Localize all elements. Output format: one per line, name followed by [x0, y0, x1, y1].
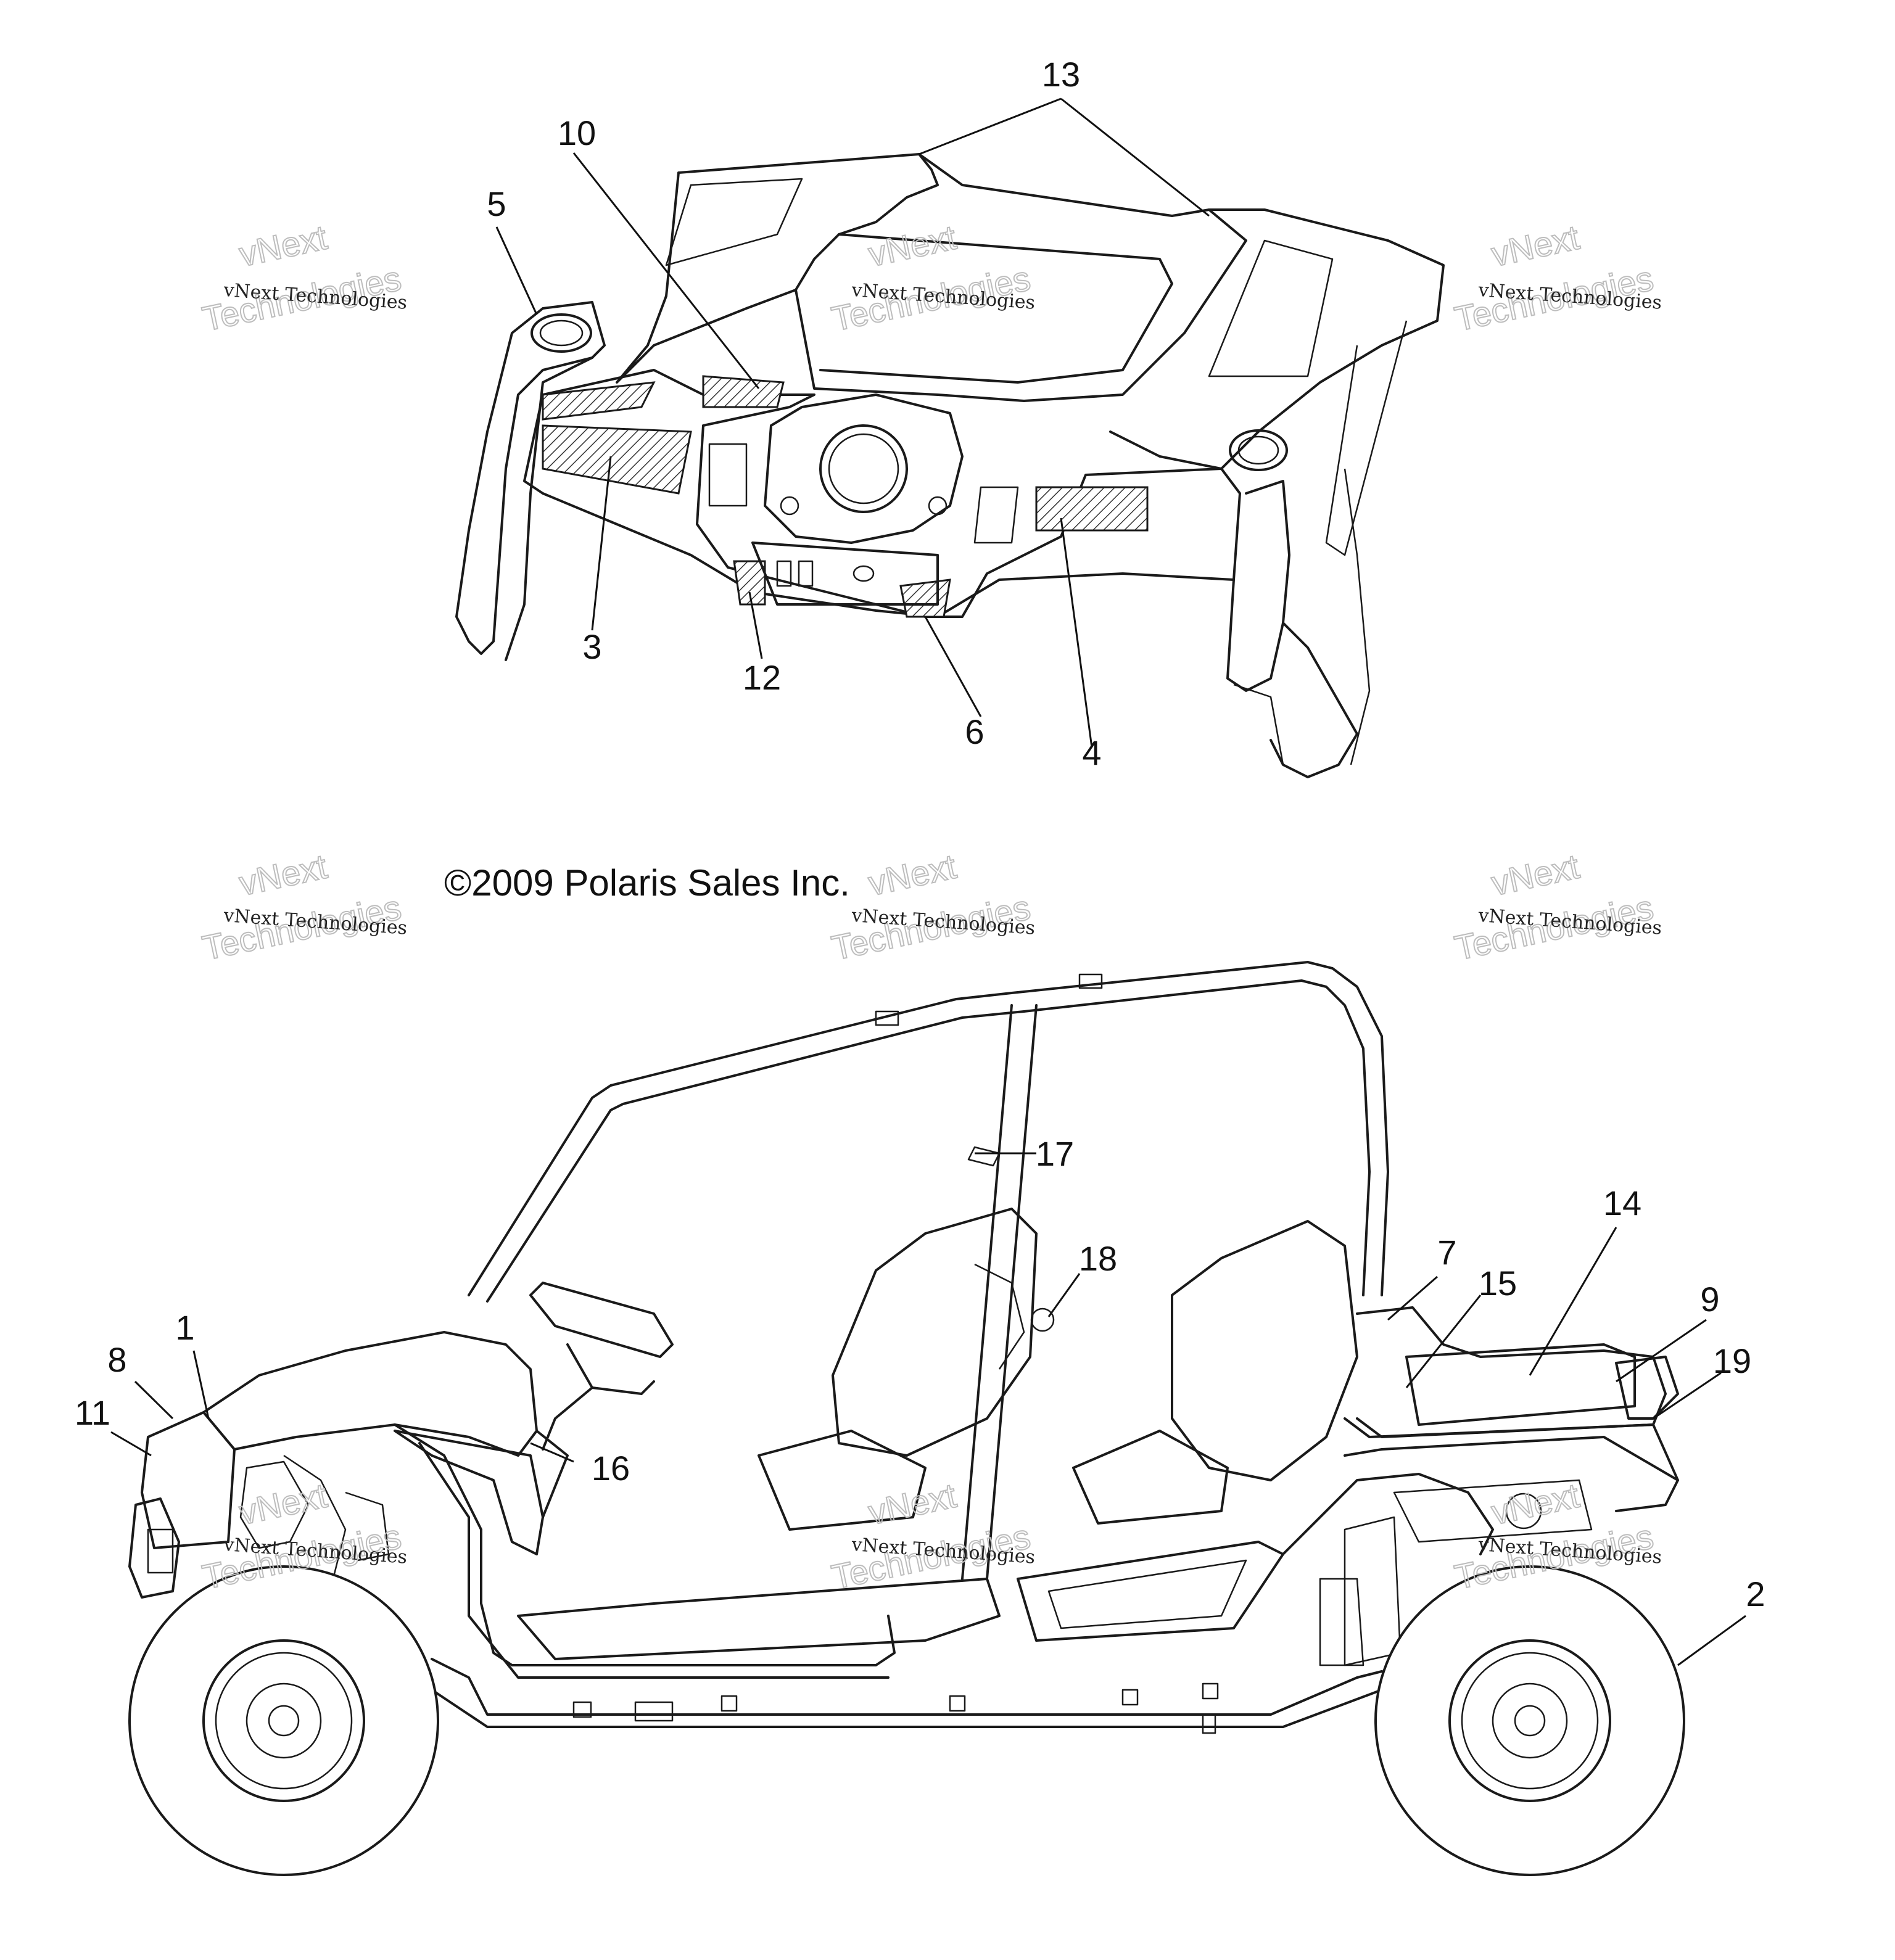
callout-15: 15 — [1479, 1264, 1517, 1303]
callout-19: 19 — [1713, 1341, 1751, 1380]
decal-4 — [1035, 486, 1149, 532]
watermark-vnext: vNext — [236, 218, 331, 274]
callout-14: 14 — [1603, 1184, 1641, 1222]
callout-13: 13 — [1042, 55, 1080, 94]
rear-wheel — [1374, 1565, 1685, 1876]
callout-7: 7 — [1437, 1233, 1456, 1272]
callout-1: 1 — [175, 1308, 194, 1347]
copyright-notice: ©2009 Polaris Sales Inc. — [444, 862, 850, 904]
decal-6 — [899, 579, 951, 618]
callout-16: 16 — [592, 1449, 630, 1488]
leader-lines — [110, 97, 1746, 1666]
watermark-vnext: vNext — [865, 1476, 960, 1532]
watermark-vnext: vNext — [1488, 218, 1583, 274]
callout-10: 10 — [558, 113, 596, 152]
decal-12 — [733, 560, 766, 606]
decal-3 — [542, 381, 656, 421]
callout-9: 9 — [1700, 1280, 1719, 1319]
callout-18: 18 — [1079, 1239, 1117, 1278]
watermark-vnext: vNext — [1488, 847, 1583, 903]
callout-17: 17 — [1036, 1134, 1074, 1173]
callout-3: 3 — [582, 627, 601, 666]
watermarks: vNext Technologies vNext Technologies vN… — [199, 217, 1662, 1597]
watermark-vnext: vNext — [865, 847, 960, 903]
watermark-vnext: vNext — [865, 218, 960, 274]
callout-11: 11 — [75, 1393, 110, 1432]
watermark-vnext: vNext — [1488, 1476, 1583, 1532]
callout-12: 12 — [743, 658, 781, 697]
callout-2: 2 — [1746, 1575, 1765, 1613]
callout-5: 5 — [487, 184, 506, 223]
callout-4: 4 — [1082, 733, 1101, 772]
watermark-vnext: vNext — [236, 1476, 331, 1532]
dashboard-assembly — [455, 153, 1445, 778]
callout-6: 6 — [965, 712, 984, 751]
watermark-vnext: vNext — [236, 847, 331, 903]
callout-8: 8 — [107, 1340, 126, 1379]
vehicle-side-view — [128, 961, 1685, 1876]
callout-labels: 13 10 5 3 12 6 4 1 8 11 16 17 18 7 15 14… — [75, 55, 1765, 1613]
decal-3b — [542, 424, 692, 495]
front-wheel — [128, 1565, 439, 1876]
decal-10 — [702, 375, 785, 408]
